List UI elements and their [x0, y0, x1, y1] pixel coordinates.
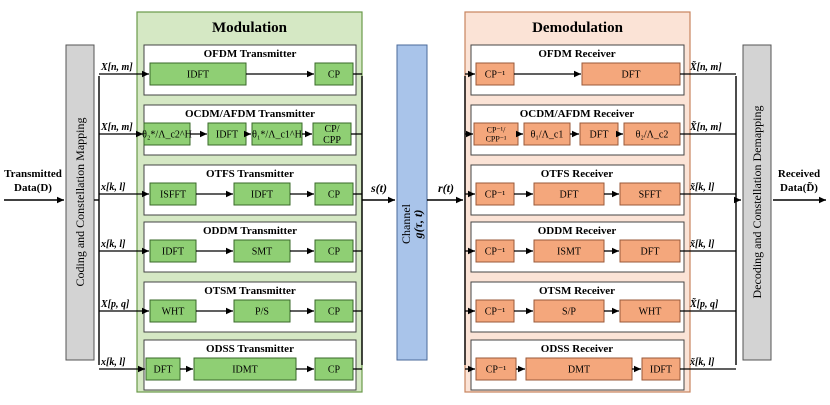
rx-block-label: CP⁻¹	[485, 307, 506, 318]
tx-block-label: IDFT	[251, 190, 273, 201]
rx-output-label: x̃[k, l]	[689, 182, 715, 193]
tx-block-label: CP/CPP	[323, 124, 341, 146]
tx-block-label: CP	[328, 307, 341, 318]
rx-title-ofdm-receiver: OFDM Receiver	[538, 48, 615, 60]
tx-input-label: X[n, m]	[100, 122, 133, 133]
tx-block-label: CP	[328, 365, 341, 376]
rx-block-label: DFT	[560, 190, 579, 201]
tx-block-label: SMT	[252, 247, 273, 258]
tx-block-label: IDFT	[216, 130, 238, 141]
tx-input-label: X[n, m]	[100, 62, 133, 73]
rx-output-label: X̃[p, q]	[689, 297, 719, 310]
tx-block-label: P/S	[255, 307, 269, 318]
tx-block-label: IDFT	[187, 70, 209, 81]
rx-block-label: DFT	[590, 130, 609, 141]
channel-box	[396, 44, 428, 361]
output-label-line2: Data(D̃)	[780, 181, 818, 194]
tx-title-odss-transmitter: ODSS Transmitter	[206, 343, 294, 355]
rx-output-label: x̃[k, l]	[689, 239, 715, 250]
rx-block-label: S/P	[562, 307, 576, 318]
tx-block-label: ISFFT	[160, 190, 186, 201]
rx-block-label: θ₂/Λ_c2	[636, 130, 669, 141]
rx-output-label: x̃[k, l]	[689, 357, 715, 368]
decoding-label: Decoding and Constellation Demapping	[750, 106, 764, 299]
rx-block-label: θ₁/Λ_c1	[531, 130, 564, 141]
decoding-box	[742, 44, 772, 361]
rx-title-oddm-receiver: ODDM Receiver	[538, 225, 617, 237]
rx-block-label: SFFT	[639, 190, 662, 201]
rx-title-odss-receiver: ODSS Receiver	[541, 343, 614, 355]
rx-title-otsm-receiver: OTSM Receiver	[539, 285, 615, 297]
rx-block-label: DMT	[568, 365, 590, 376]
tx-block-label: CP	[328, 247, 341, 258]
rx-block-label: CP⁻¹	[485, 247, 506, 258]
tx-block-label: IDFT	[162, 247, 184, 258]
tx-block-label: θ₂*/Λ_c2^H	[142, 130, 192, 141]
modulation-title: Modulation	[212, 20, 288, 36]
tx-block-label: CP	[328, 190, 341, 201]
tx-signal-label: s(t)	[370, 181, 387, 195]
demodulation-title: Demodulation	[532, 20, 624, 36]
tx-title-ofdm-transmitter: OFDM Transmitter	[204, 48, 297, 60]
coding-label: Coding and Constellation Mapping	[73, 118, 87, 287]
tx-input-label: x[k, l]	[100, 182, 126, 193]
tx-block-label: θ₁*/Λ_c1^H	[252, 130, 302, 141]
channel-function: g(τ, t)	[411, 210, 425, 240]
tx-input-label: x[k, l]	[100, 357, 126, 368]
tx-block-label: IDMT	[232, 365, 258, 376]
input-label-line2: Data(D)	[14, 182, 52, 194]
output-label-line1: Received	[778, 168, 820, 180]
rx-output-label: X̃[n, m]	[689, 120, 722, 133]
coding-box	[65, 44, 95, 361]
channel-label: Channel	[399, 203, 413, 244]
rx-title-ocdm-afdm-receiver: OCDM/AFDM Receiver	[520, 108, 635, 120]
tx-block-label: DFT	[154, 365, 173, 376]
rx-block-label: CP⁻¹	[485, 70, 506, 81]
tx-block-label: CP	[328, 70, 341, 81]
rx-block-label: CP⁻¹/CPP⁻¹	[486, 125, 507, 143]
rx-signal-label: r(t)	[438, 181, 454, 195]
rx-block-label: CP⁻¹	[485, 190, 506, 201]
tx-input-label: X[p, q]	[100, 299, 130, 310]
tx-input-label: x[k, l]	[100, 239, 126, 250]
rx-block-label: WHT	[639, 307, 662, 318]
rx-block-label: DFT	[641, 247, 660, 258]
rx-block-label: CP⁻¹	[486, 365, 507, 376]
input-label-line1: Transmitted	[4, 168, 62, 180]
tx-title-oddm-transmitter: ODDM Transmitter	[203, 225, 297, 237]
tx-block-label: WHT	[162, 307, 185, 318]
rx-block-label: DFT	[622, 70, 641, 81]
rx-output-label: X̃[n, m]	[689, 60, 722, 73]
tx-title-otfs-transmitter: OTFS Transmitter	[206, 168, 294, 180]
rx-title-otfs-receiver: OTFS Receiver	[541, 168, 614, 180]
tx-title-otsm-transmitter: OTSM Transmitter	[204, 285, 296, 297]
rx-block-label: ISMT	[557, 247, 581, 258]
rx-block-label: IDFT	[650, 365, 672, 376]
tx-title-ocdm-afdm-transmitter: OCDM/AFDM Transmitter	[185, 108, 315, 120]
